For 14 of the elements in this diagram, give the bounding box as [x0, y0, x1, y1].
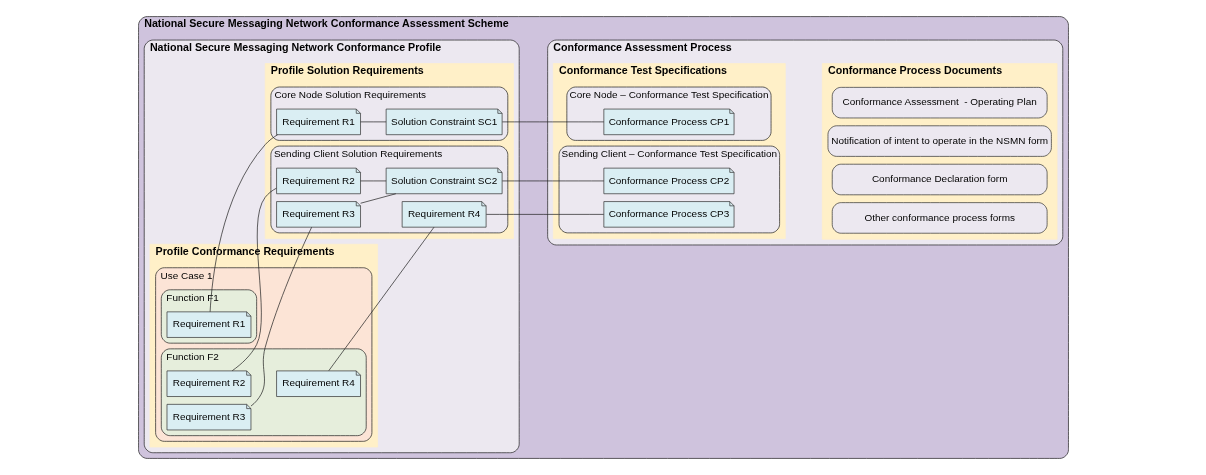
node-box: Notification of intent to operate in the NSMN form [827, 125, 1052, 157]
node-box: Other conformance process forms [831, 202, 1047, 234]
node-box: Conformance Declaration form [831, 163, 1047, 196]
connector [501, 121, 604, 123]
connector [501, 180, 604, 182]
connector [359, 121, 386, 123]
connector [327, 226, 434, 372]
connector [250, 226, 312, 407]
node-box: Conformance Assessment - Operating Plan [831, 87, 1047, 119]
connector [359, 180, 386, 182]
connector [485, 214, 604, 215]
connector [359, 193, 396, 204]
connector [209, 134, 278, 313]
connector [231, 187, 277, 372]
